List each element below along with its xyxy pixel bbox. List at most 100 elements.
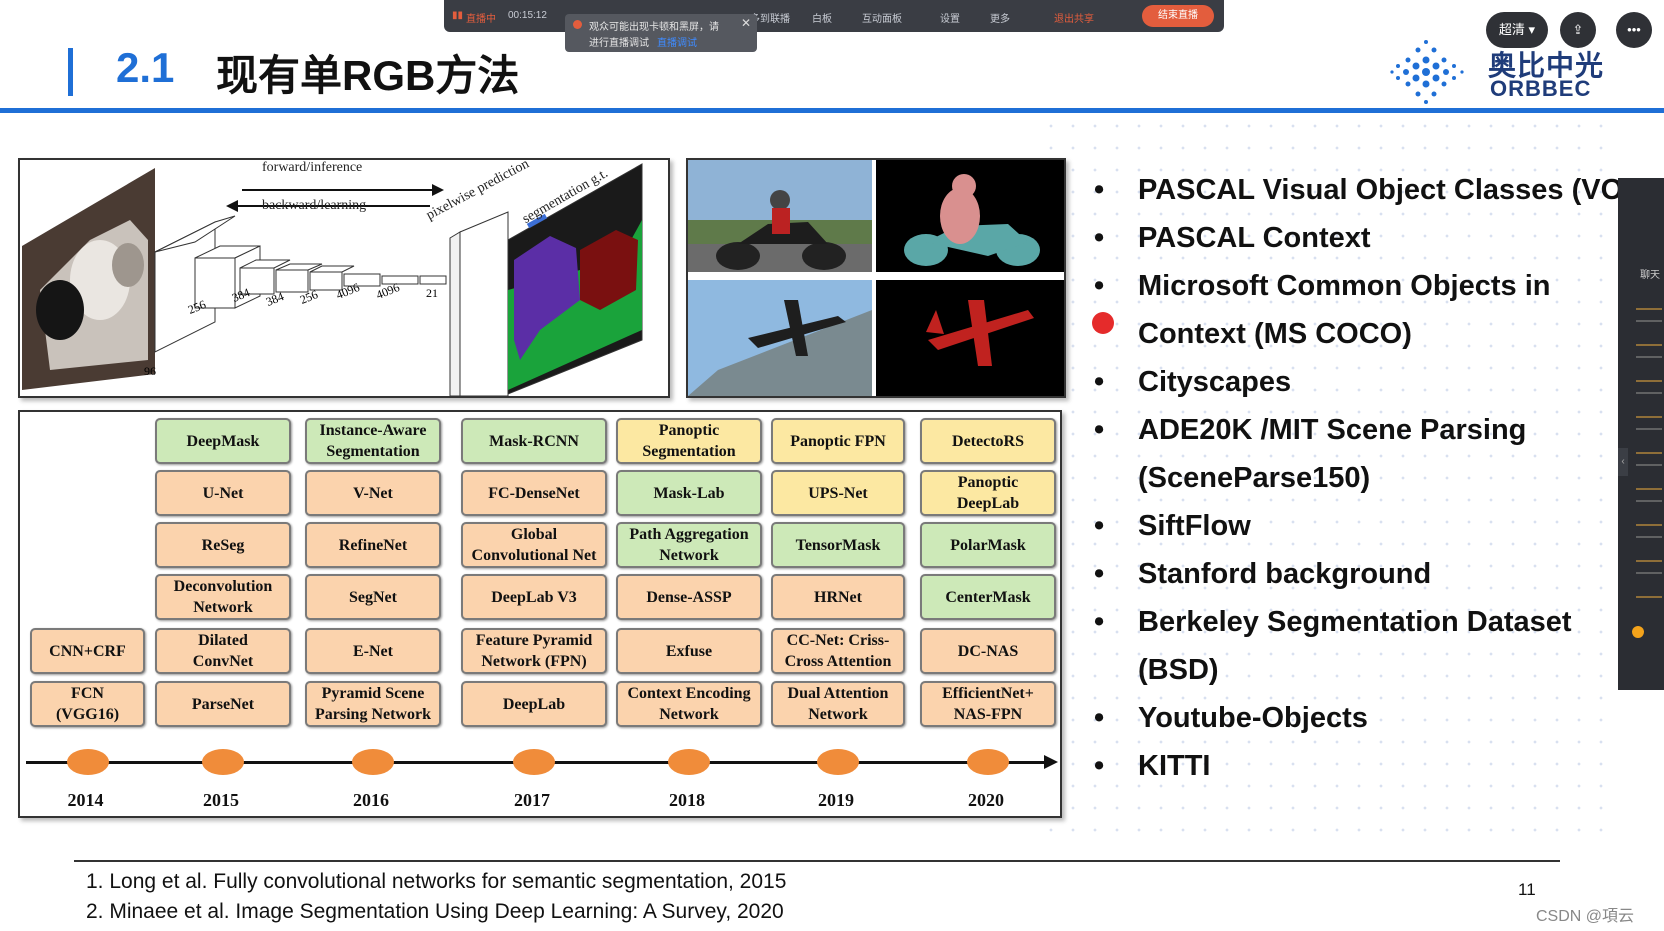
method-cell: PolarMask — [920, 522, 1056, 568]
method-cell: DeepLab — [461, 681, 607, 727]
live-status: 直播中 — [466, 14, 496, 25]
dim-label: 96 — [144, 364, 156, 378]
method-cell: Mask-Lab — [616, 470, 762, 516]
method-cell: Path Aggregation Network — [616, 522, 762, 568]
method-cell: Panoptic DeepLab — [920, 470, 1056, 516]
collapse-chevron-icon[interactable]: ‹ — [1618, 448, 1628, 476]
method-label: Path Aggregation Network — [629, 526, 749, 564]
more-button[interactable]: ••• — [1616, 12, 1652, 48]
method-cell: Panoptic Segmentation — [616, 418, 762, 464]
method-label: RefineNet — [338, 536, 408, 554]
section-number: 2.1 — [116, 44, 175, 91]
method-cell: DetectoRS — [920, 418, 1056, 464]
year-label: 2017 — [514, 790, 550, 810]
timeline-dot — [668, 749, 710, 775]
dim-label: 21 — [426, 286, 438, 300]
timeline-dot — [817, 749, 859, 775]
logo-text-en: ORBBEC — [1490, 76, 1592, 101]
year-label: 2014 — [67, 790, 104, 810]
method-cell: Dual Attention Network — [771, 681, 905, 727]
method-label: Dual Attention Network — [787, 685, 889, 723]
method-cell: U-Net — [155, 470, 291, 516]
share-button[interactable]: ⇪ — [1560, 12, 1596, 48]
method-label: CenterMask — [945, 588, 1031, 606]
method-label: DeepLab — [502, 695, 566, 713]
method-cell: Context Encoding Network — [616, 681, 762, 727]
toolbar-item-multi[interactable]: 多到联播 — [750, 14, 790, 25]
method-cell: V-Net — [305, 470, 441, 516]
method-cell: Panoptic FPN — [771, 418, 905, 464]
dataset-item: Stanford background — [1138, 558, 1432, 590]
toolbar-item-whiteboard[interactable]: 白板 — [812, 14, 832, 25]
bullet-icon: • — [1094, 366, 1105, 398]
chat-status-icon — [1632, 626, 1644, 638]
method-label: DeepLab V3 — [491, 588, 577, 606]
bullet-icon: • — [1094, 174, 1105, 206]
timeline-dot — [66, 749, 109, 775]
method-label: FCN (VGG16) — [55, 685, 120, 723]
method-label: Dense-ASSP — [646, 588, 732, 606]
method-cell: RefineNet — [305, 522, 441, 568]
method-cell: SegNet — [305, 574, 441, 620]
notice-text: 观众可能出现卡顿和黑屏，请 — [589, 22, 719, 33]
timeline-dot — [202, 749, 244, 775]
timeline-dot — [352, 749, 394, 775]
quality-selector[interactable]: 超清 ▾ — [1486, 12, 1548, 48]
toolbar-item-panel[interactable]: 互动面板 — [862, 14, 902, 25]
method-label: SegNet — [349, 588, 397, 606]
end-live-button[interactable]: 结束直播 — [1142, 5, 1214, 27]
method-label: DC-NAS — [957, 642, 1019, 660]
method-label: Exfuse — [665, 642, 713, 660]
method-label: V-Net — [353, 484, 393, 502]
dataset-item: Context (MS COCO) — [1138, 318, 1412, 350]
notice-text-2: 进行直播调试 — [589, 38, 649, 49]
method-label: Panoptic Segmentation — [642, 422, 736, 460]
footer-divider — [74, 860, 1560, 862]
method-label: HRNet — [814, 588, 862, 606]
toolbar-item-exit-share[interactable]: 退出共享 — [1054, 14, 1094, 25]
method-label: E-Net — [353, 642, 393, 660]
method-label: Mask-Lab — [653, 484, 725, 502]
method-label: ParseNet — [191, 695, 255, 713]
bullet-icon: • — [1094, 510, 1105, 542]
dataset-item: PASCAL Visual Object Classes (VOC — [1138, 174, 1645, 206]
dataset-item: KITTI — [1138, 750, 1211, 782]
forward-label: forward/inference — [262, 160, 363, 175]
method-cell: Deconvolution Network — [155, 574, 291, 620]
toolbar-item-more[interactable]: 更多 — [990, 14, 1010, 25]
year-label: 2018 — [669, 790, 705, 810]
logo-text-cn: 奥比中光 — [1488, 50, 1605, 81]
fcn-architecture-figure: forward/inference backward/learning pixe… — [18, 158, 670, 398]
live-toolbar: ▮▮ 直播中 00:15:12 多到联播 白板 互动面板 设置 更多 退出共享 … — [444, 0, 1224, 32]
bullet-icon: • — [1094, 702, 1105, 734]
method-label: Global Convolutional Net — [471, 526, 597, 564]
method-label: EfficientNet+ NAS-FPN — [942, 685, 1034, 723]
toolbar-item-settings[interactable]: 设置 — [940, 14, 960, 25]
dataset-item: (SceneParse150) — [1138, 462, 1371, 494]
method-cell: Global Convolutional Net — [461, 522, 607, 568]
timeline-dot — [513, 749, 555, 775]
method-label: TensorMask — [795, 536, 881, 554]
segmentation-examples-image — [686, 158, 1066, 398]
dataset-item: PASCAL Context — [1138, 222, 1371, 254]
dataset-item: Cityscapes — [1138, 366, 1292, 398]
quality-label: 超清 — [1498, 22, 1525, 37]
method-cell: Dilated ConvNet — [155, 628, 291, 674]
close-icon[interactable]: ✕ — [741, 16, 752, 30]
method-label: CC-Net: Criss- Cross Attention — [784, 632, 892, 670]
notice-link[interactable]: 直播调试 — [657, 38, 697, 49]
warning-icon — [573, 20, 582, 29]
method-cell: DC-NAS — [920, 628, 1056, 674]
reference-1: 1. Long et al. Fully convolutional netwo… — [86, 870, 787, 893]
header-divider — [0, 108, 1664, 113]
method-label: CNN+CRF — [49, 642, 126, 660]
chat-sidebar[interactable]: 聊天 ‹ — [1618, 178, 1664, 690]
orbbec-logo-icon — [1390, 40, 1464, 104]
method-cell: CNN+CRF — [30, 628, 145, 674]
chat-messages — [1636, 298, 1662, 598]
live-timer: 00:15:12 — [508, 10, 547, 21]
method-label: PolarMask — [950, 536, 1026, 554]
method-cell: CC-Net: Criss- Cross Attention — [771, 628, 905, 674]
